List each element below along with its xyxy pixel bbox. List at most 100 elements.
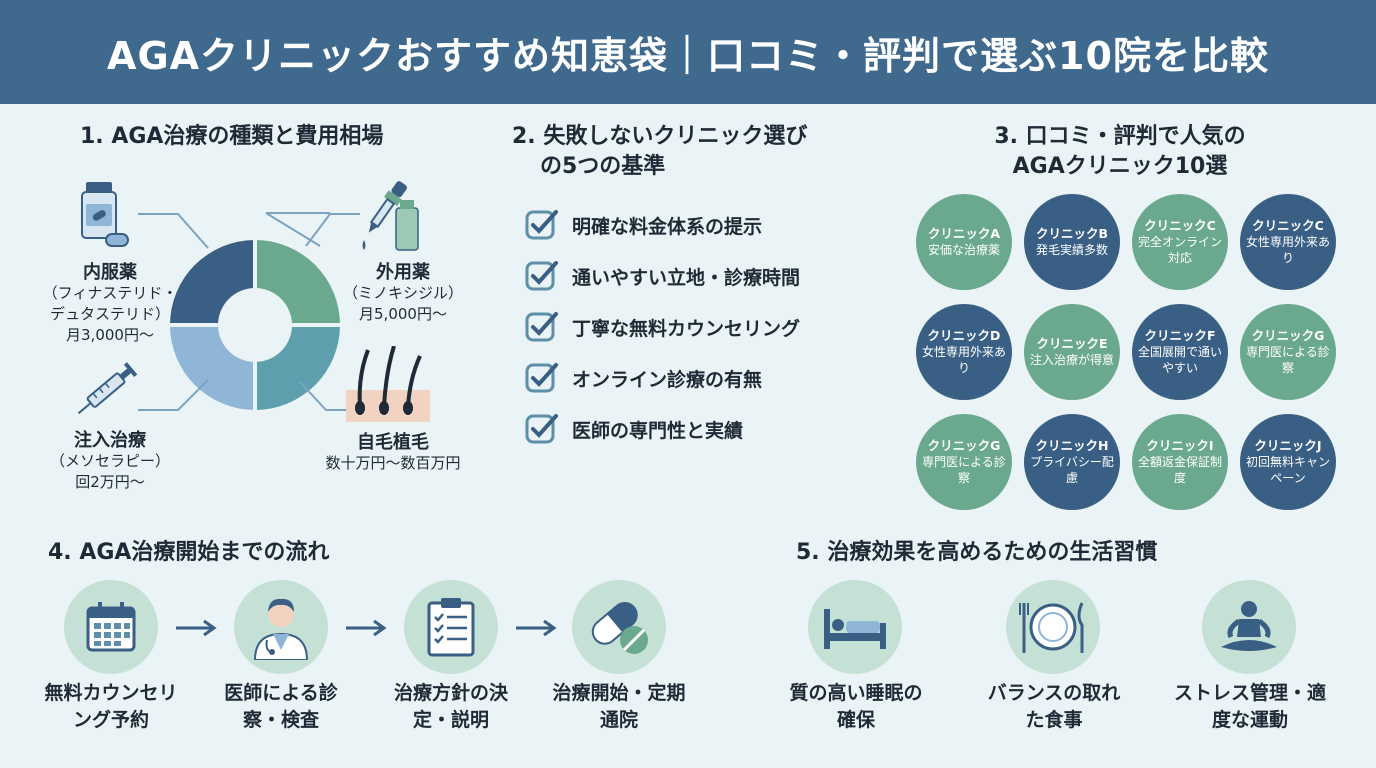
transplant-label: 自毛植毛 数十万円～数百万円 — [298, 432, 488, 474]
step-label: 治療開始・定期通院 — [552, 682, 686, 731]
clinic-badge: クリニックA 安価な治療薬 — [916, 194, 1012, 290]
checkmark-icon — [525, 210, 558, 240]
criteria-list: 明確な料金体系の提示 通いやすい立地・診療時間 丁寧な無料カウンセリング オンラ… — [524, 208, 884, 463]
oral-medicine-price: 月3,000円～ — [66, 326, 154, 344]
checkmark-icon — [525, 261, 558, 291]
meditation-icon — [1221, 601, 1277, 651]
clinic-name: クリニックC — [1144, 218, 1216, 233]
injection-price: 回2万円～ — [75, 473, 145, 491]
clinic-badge: クリニックF 全国展開で通いやすい — [1132, 304, 1228, 400]
step-label: 医師による診察・検査 — [224, 682, 338, 731]
syringe-icon — [77, 362, 138, 415]
criteria-label: 通いやすい立地・診療時間 — [572, 266, 801, 289]
clinic-badge: クリニックC 女性専用外来あり — [1240, 194, 1336, 290]
transplant-name: 自毛植毛 — [357, 432, 429, 453]
step-label: 治療方針の決定・説明 — [393, 682, 508, 731]
checkmark-icon — [525, 414, 558, 444]
section3-title-line2: AGAクリニック10選 — [1012, 154, 1228, 179]
habit-label: 質の高い睡眠の確保 — [789, 682, 923, 731]
dropper-icon — [362, 181, 419, 251]
oral-medicine-label: 内服薬 （フィナステリド・ デュタステリド） 月3,000円～ — [20, 262, 200, 346]
habit-label: ストレス管理・適度な運動 — [1173, 682, 1326, 731]
meal-icon — [1019, 602, 1084, 653]
criteria-item: オンライン診療の有無 — [524, 361, 884, 395]
habit-icon-circle — [1006, 580, 1100, 674]
injection-sub1: （メソセラピー） — [49, 452, 170, 470]
clinic-badge: クリニックC 完全オンライン対応 — [1132, 194, 1228, 290]
clinic-desc: 注入治療が得意 — [1029, 353, 1114, 367]
habit-icon-circle — [808, 580, 902, 674]
section4-title: 4. AGA治療開始までの流れ — [48, 540, 330, 565]
clinic-desc: 女性専用外来あり — [1245, 235, 1330, 265]
donut-segment-oral — [170, 240, 255, 325]
topical-medicine-price: 月5,000円～ — [359, 305, 447, 323]
step-icon-circle — [404, 580, 498, 674]
habit-label: バランスの取れた食事 — [987, 682, 1121, 731]
page-title: AGAクリニックおすすめ知恵袋｜口コミ・評判で選ぶ10院を比較 — [107, 33, 1269, 78]
clinic-desc: 安価な治療薬 — [927, 243, 1000, 257]
habit-icon-circle — [1202, 580, 1296, 674]
donut-segment-transplant — [255, 325, 340, 410]
checkmark-icon — [525, 363, 558, 393]
clipboard-icon — [427, 598, 475, 657]
criteria-item: 医師の専門性と実績 — [524, 412, 884, 446]
checkmark-icon — [525, 312, 558, 342]
section5-title: 5. 治療効果を高めるための生活習慣 — [796, 540, 1158, 565]
clinic-desc: 専門医による診察 — [1246, 345, 1330, 375]
clinic-desc: 全額返金保証制度 — [1137, 455, 1222, 485]
clinic-name: クリニックD — [927, 328, 1001, 343]
arrow-right-icon — [516, 619, 557, 637]
criteria-item: 明確な料金体系の提示 — [524, 208, 884, 242]
hair-follicle-icon — [346, 346, 430, 422]
clinic-desc: 全国展開で通いやすい — [1137, 345, 1222, 375]
bed-icon — [824, 609, 886, 649]
clinic-badge: クリニックJ 初回無料キャンペーン — [1240, 414, 1336, 510]
clinic-desc: 初回無料キャンペーン — [1245, 455, 1330, 485]
criteria-label: オンライン診療の有無 — [572, 368, 763, 391]
clinic-name: クリニックG — [1251, 328, 1325, 343]
clinic-badge: クリニックG 専門医による診察 — [1240, 304, 1336, 400]
clinic-badge: クリニックE 注入治療が得意 — [1024, 304, 1120, 400]
step-icon-circle — [64, 580, 158, 674]
oral-medicine-name: 内服薬 — [83, 262, 137, 283]
injection-label: 注入治療 （メソセラピー） 回2万円～ — [20, 430, 200, 493]
clinic-desc: 専門医による診察 — [922, 455, 1006, 485]
connector-lines — [138, 213, 360, 411]
step-label: 無料カウンセリング予約 — [44, 682, 178, 731]
clinic-name: クリニックI — [1146, 438, 1214, 453]
topical-medicine-label: 外用薬 （ミノキシジル） 月5,000円～ — [318, 262, 488, 325]
arrow-right-icon — [346, 619, 387, 637]
calendar-icon — [86, 602, 136, 652]
capsule-icon — [591, 602, 648, 654]
clinic-name: クリニックC — [1252, 218, 1324, 233]
step-icon-circle — [234, 580, 328, 674]
clinic-name: クリニックE — [1036, 336, 1108, 351]
clinic-desc: 完全オンライン対応 — [1137, 235, 1222, 265]
section2-title-line1: 2. 失敗しないクリニック選び — [512, 124, 808, 149]
topical-medicine-name: 外用薬 — [376, 262, 430, 283]
treatment-donut-chart — [170, 212, 340, 410]
injection-name: 注入治療 — [74, 430, 146, 451]
criteria-label: 医師の専門性と実績 — [572, 419, 744, 442]
clinic-name: クリニックH — [1035, 438, 1109, 453]
section2-title: 2. 失敗しないクリニック選び の5つの基準 — [512, 122, 807, 182]
clinic-name: クリニックF — [1144, 328, 1216, 343]
section1-title: 1. AGA治療の種類と費用相場 — [80, 124, 384, 149]
clinic-badge: クリニックG 専門医による診察 — [916, 414, 1012, 510]
clinic-desc: 発毛実績多数 — [1035, 243, 1108, 257]
clinic-name: クリニックG — [927, 438, 1001, 453]
section3-title-line1: 3. 口コミ・評判で人気の — [994, 124, 1246, 149]
criteria-item: 通いやすい立地・診療時間 — [524, 259, 884, 293]
criteria-item: 丁寧な無料カウンセリング — [524, 310, 884, 344]
header-banner: AGAクリニックおすすめ知恵袋｜口コミ・評判で選ぶ10院を比較 — [0, 0, 1376, 104]
doctor-icon — [253, 598, 309, 660]
topical-medicine-sub1: （ミノキシジル） — [342, 284, 463, 302]
arrow-right-icon — [176, 619, 217, 637]
clinic-badge: クリニックI 全額返金保証制度 — [1132, 414, 1228, 510]
clinic-name: クリニックJ — [1254, 438, 1322, 453]
clinic-name: クリニックA — [927, 226, 1001, 241]
